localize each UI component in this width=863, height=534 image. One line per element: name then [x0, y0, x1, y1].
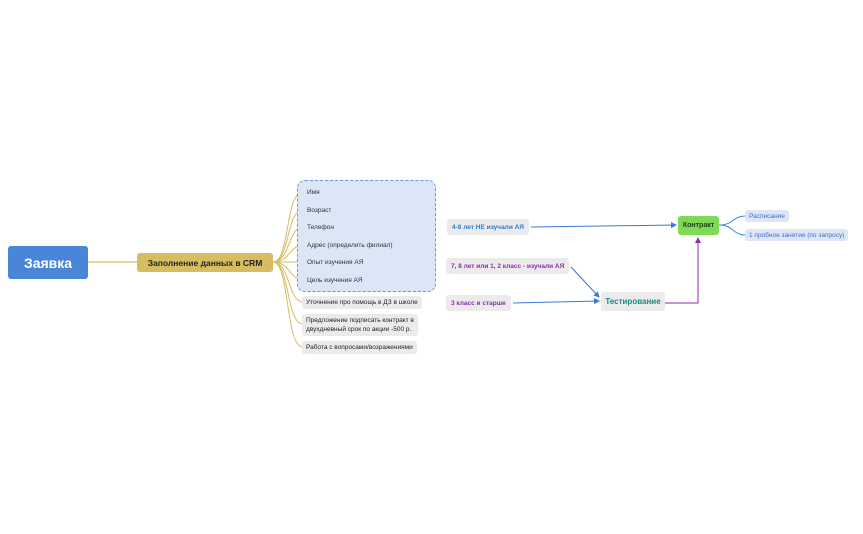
contract-node[interactable]: Контракт	[678, 216, 719, 235]
condition-no-english-years: лет	[461, 223, 476, 231]
root-node[interactable]: Заявка	[8, 246, 88, 279]
condition-no-english-rest: изучали АЯ	[484, 223, 524, 231]
field-goal[interactable]: Цель изучения АЯ	[307, 277, 363, 284]
link-testing-contract	[665, 237, 701, 304]
trial-lesson-label: 1 пробное занятие (по запросу)	[749, 231, 845, 239]
offer-label-line2: двухдневный срок по акции -500 р.	[306, 326, 412, 333]
schedule-label: Расписание	[749, 212, 785, 220]
trial-lesson-node[interactable]: 1 пробное занятие (по запросу)	[745, 229, 849, 241]
clarify-homework-node[interactable]: Уточнение про помощь в ДЗ в школе	[302, 296, 422, 309]
condition-grade3-rest: класс и старше	[454, 299, 506, 307]
crm-fields-group: Имя Возраст Телефон Адрес (определить фи…	[297, 180, 436, 292]
condition-studied-years: лет или	[461, 262, 491, 270]
testing-label: Тестирование	[605, 297, 661, 306]
clarify-homework-label: Уточнение про помощь в ДЗ в школе	[306, 299, 418, 306]
link-contract-schedule	[718, 215, 747, 226]
field-experience[interactable]: Опыт изучения АЯ	[307, 259, 364, 266]
objections-label: Работа с вопросами/возражениями	[306, 344, 413, 351]
objections-node[interactable]: Работа с вопросами/возражениями	[302, 341, 417, 354]
field-address[interactable]: Адрес (определить филиал)	[307, 242, 393, 249]
link-contract-trial	[718, 224, 747, 236]
condition-studied-grades: 1, 2	[490, 262, 501, 270]
field-phone[interactable]: Телефон	[307, 224, 334, 231]
schedule-node[interactable]: Расписание	[745, 210, 789, 222]
link-noeng-contract	[530, 222, 677, 229]
offer-label-line1: Предложение подписать контракт в	[306, 317, 414, 324]
offer-node[interactable]: Предложение подписать контракт в двухдне…	[302, 314, 418, 336]
crm-node[interactable]: Заполнение данных в CRM	[137, 253, 273, 272]
link-crm-objections	[272, 261, 304, 348]
condition-studied-rest: класс - изучали АЯ	[500, 262, 565, 270]
field-age[interactable]: Возраст	[307, 207, 332, 214]
condition-no-english-age: 4-8	[452, 223, 462, 231]
condition-no-english-not: НЕ	[475, 223, 485, 231]
condition-grade3[interactable]: 3 класс и старше	[446, 295, 511, 311]
condition-studied-age: 7, 8	[451, 262, 462, 270]
root-label: Заявка	[23, 254, 73, 271]
testing-node[interactable]: Тестирование	[601, 292, 665, 311]
condition-studied[interactable]: 7, 8 лет или 1, 2 класс - изучали АЯ	[446, 258, 570, 274]
crm-label: Заполнение данных в CRM	[147, 257, 263, 268]
condition-no-english[interactable]: 4-8 лет НЕ изучали АЯ	[447, 219, 529, 235]
contract-label: Контракт	[682, 222, 715, 229]
condition-grade3-number: 3	[451, 299, 455, 307]
field-name[interactable]: Имя	[307, 189, 320, 196]
link-grade3-testing	[512, 298, 600, 305]
link-studied-testing	[570, 266, 600, 298]
